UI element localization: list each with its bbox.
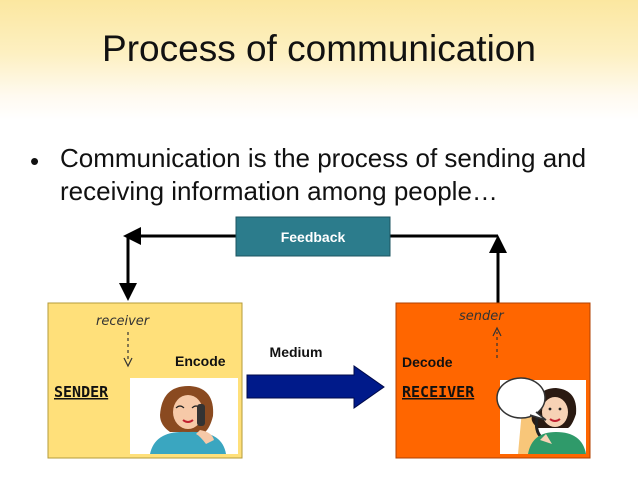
- woman-on-phone-icon: [130, 378, 238, 454]
- sender-name-label: SENDER: [54, 383, 109, 401]
- medium-label: Medium: [270, 344, 323, 360]
- bullet-icon: •: [30, 146, 40, 176]
- receiver-role-label: sender: [459, 309, 505, 324]
- medium-arrow: [246, 365, 385, 409]
- sender-role-label: receiver: [96, 314, 151, 329]
- encode-label: Encode: [175, 353, 226, 369]
- title-band: [0, 0, 638, 120]
- speech-bubble-icon: [496, 377, 547, 421]
- bullet-text: Communication is the process of sending …: [60, 143, 587, 206]
- receiver-name-label: RECEIVER: [402, 383, 475, 401]
- feedback-label: Feedback: [281, 229, 346, 245]
- page-title: Process of communication: [102, 28, 536, 69]
- decode-label: Decode: [402, 354, 453, 370]
- feedback-box: Feedback: [235, 216, 391, 257]
